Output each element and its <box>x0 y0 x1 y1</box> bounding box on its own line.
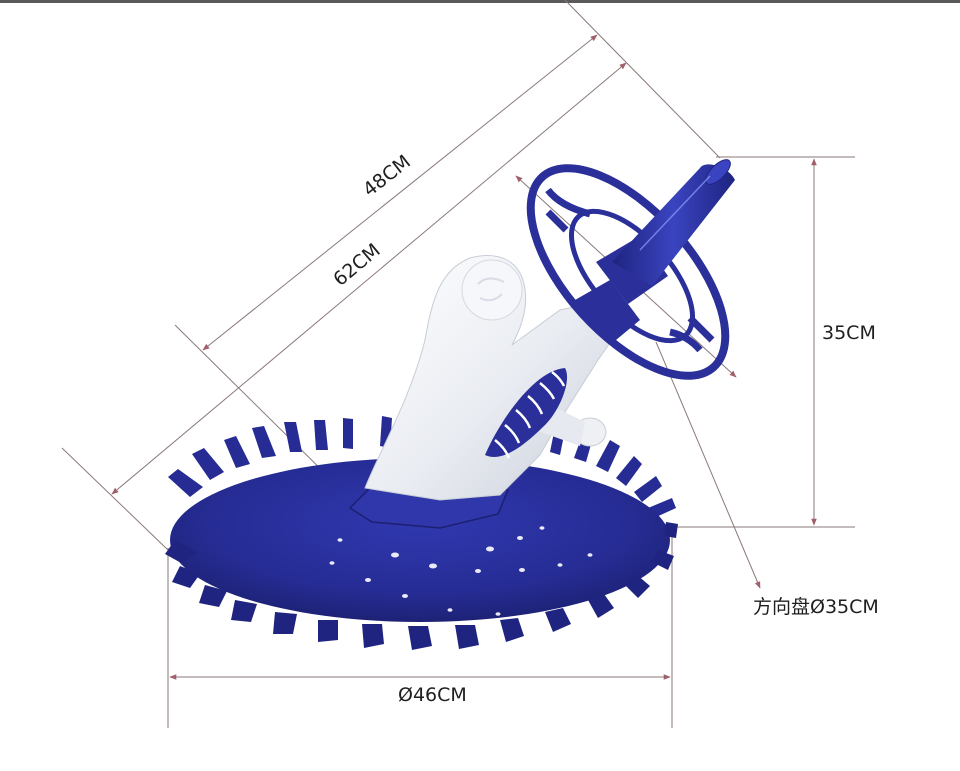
steering-wheel <box>526 159 735 380</box>
top-border <box>0 0 960 3</box>
dimension-label-disc-diameter: Ø46CM <box>398 684 467 706</box>
base-disc <box>165 416 678 650</box>
dimension-label-wheel-diameter: 方向盘Ø35CM <box>753 596 879 618</box>
grip-stripes <box>485 368 568 459</box>
cleaner-body <box>364 255 640 501</box>
dimension-label-height: 35CM <box>822 322 876 344</box>
